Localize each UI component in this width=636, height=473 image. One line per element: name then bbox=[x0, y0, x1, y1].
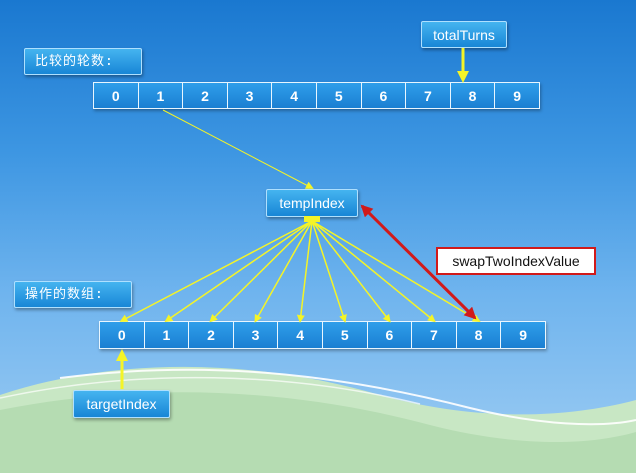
rounds-array-cell-7: 7 bbox=[406, 83, 451, 108]
rounds-array-cell-0: 0 bbox=[94, 83, 139, 108]
rounds-array-cell-2: 2 bbox=[183, 83, 228, 108]
operated-array-cell-2: 2 bbox=[189, 322, 234, 348]
temp-index-label: tempIndex bbox=[266, 189, 358, 217]
rounds-array-cell-6: 6 bbox=[361, 83, 407, 108]
operated-array-cell-0: 0 bbox=[100, 322, 145, 348]
operated-array-cell-7: 7 bbox=[412, 322, 457, 348]
target-index-label: targetIndex bbox=[73, 390, 170, 418]
rounds-array-cell-8: 8 bbox=[450, 83, 496, 108]
operated-array-cell-4: 4 bbox=[278, 322, 323, 348]
swap-two-index-value-label: swapTwoIndexValue bbox=[436, 247, 596, 275]
rounds-array-cell-4: 4 bbox=[272, 83, 317, 108]
compare-rounds-label: 比较的轮数: bbox=[24, 48, 142, 75]
operated-array-cell-3: 3 bbox=[233, 322, 279, 348]
operated-array-cell-8: 8 bbox=[456, 322, 502, 348]
operated-array-cell-9: 9 bbox=[501, 322, 545, 348]
rounds-array-cell-5: 5 bbox=[316, 83, 362, 108]
operated-array-cell-6: 6 bbox=[367, 322, 413, 348]
rounds-array-cell-3: 3 bbox=[227, 83, 273, 108]
operate-array-label: 操作的数组: bbox=[14, 281, 132, 308]
rounds-array-cell-9: 9 bbox=[495, 83, 539, 108]
rounds-array-cell-1: 1 bbox=[138, 83, 184, 108]
total-turns-label: totalTurns bbox=[421, 21, 507, 48]
operated-array-cell-1: 1 bbox=[144, 322, 190, 348]
operated-array-cell-5: 5 bbox=[322, 322, 368, 348]
